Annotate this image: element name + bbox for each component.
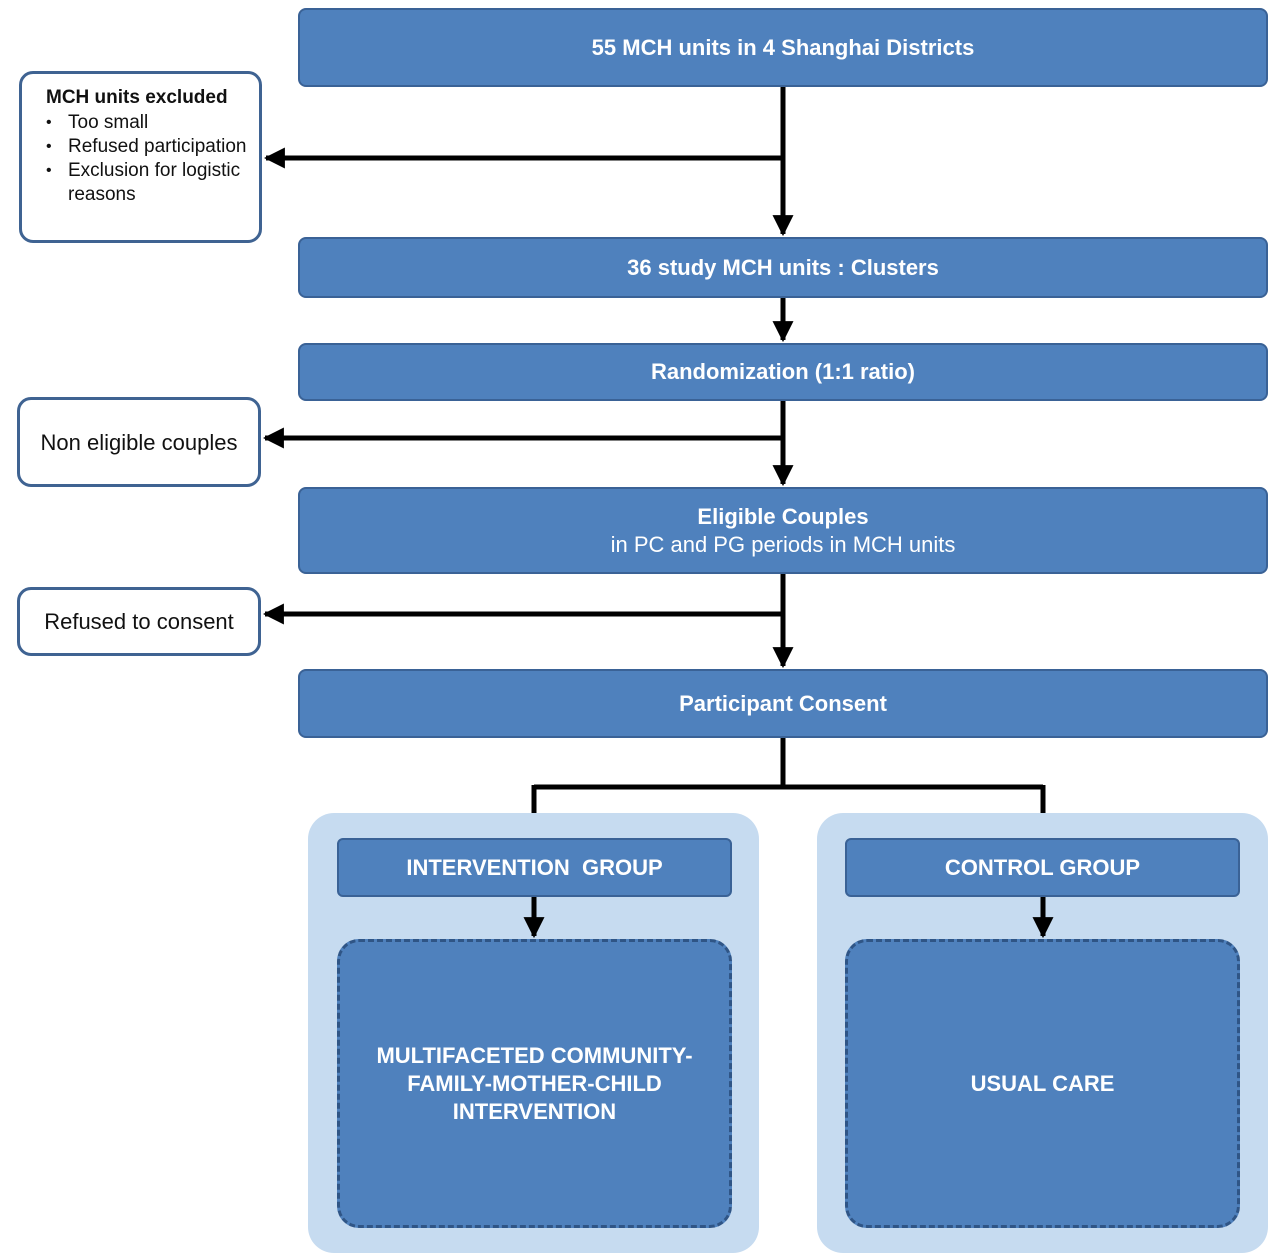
box-study-clusters: 36 study MCH units : Clusters bbox=[298, 237, 1268, 298]
connector-split bbox=[534, 738, 1043, 790]
excluded-item: Exclusion for logistic reasons bbox=[46, 159, 249, 207]
box-consent-label: Participant Consent bbox=[679, 690, 887, 716]
box-units-excluded: MCH units excluded Too small Refused par… bbox=[19, 71, 262, 243]
intervention-content-label: MULTIFACETED COMMUNITY-FAMILY-MOTHER-CHI… bbox=[376, 1042, 693, 1124]
box-total-units-label: 55 MCH units in 4 Shanghai Districts bbox=[591, 34, 975, 60]
excluded-list: Too small Refused participation Exclusio… bbox=[46, 111, 249, 207]
control-group-label: CONTROL GROUP bbox=[944, 854, 1141, 880]
box-control-group: CONTROL GROUP bbox=[845, 838, 1240, 897]
excluded-item: Refused participation bbox=[46, 135, 249, 159]
box-intervention-content: MULTIFACETED COMMUNITY-FAMILY-MOTHER-CHI… bbox=[337, 939, 732, 1228]
box-randomization: Randomization (1:1 ratio) bbox=[298, 343, 1268, 401]
excluded-title: MCH units excluded bbox=[46, 87, 228, 108]
intervention-group-label: INTERVENTION GROUP bbox=[406, 854, 663, 880]
box-refused-label: Refused to consent bbox=[44, 608, 234, 634]
box-randomization-label: Randomization (1:1 ratio) bbox=[650, 359, 915, 384]
box-total-units: 55 MCH units in 4 Shanghai Districts bbox=[298, 8, 1268, 87]
box-control-content: USUAL CARE bbox=[845, 939, 1240, 1228]
box-refused-consent: Refused to consent bbox=[17, 587, 261, 656]
box-study-clusters-label: 36 study MCH units : Clusters bbox=[627, 254, 939, 280]
box-eligible-title: Eligible Couples bbox=[697, 503, 869, 529]
box-intervention-group: INTERVENTION GROUP bbox=[337, 838, 732, 897]
excluded-item: Too small bbox=[46, 111, 249, 135]
box-non-eligible-label: Non eligible couples bbox=[40, 429, 238, 455]
box-participant-consent: Participant Consent bbox=[298, 669, 1268, 738]
control-content-label: USUAL CARE bbox=[970, 1070, 1115, 1096]
box-eligible-subtitle: in PC and PG periods in MCH units bbox=[610, 531, 956, 557]
box-eligible-couples: Eligible Couples in PC and PG periods in… bbox=[298, 487, 1268, 574]
box-non-eligible: Non eligible couples bbox=[17, 397, 261, 487]
